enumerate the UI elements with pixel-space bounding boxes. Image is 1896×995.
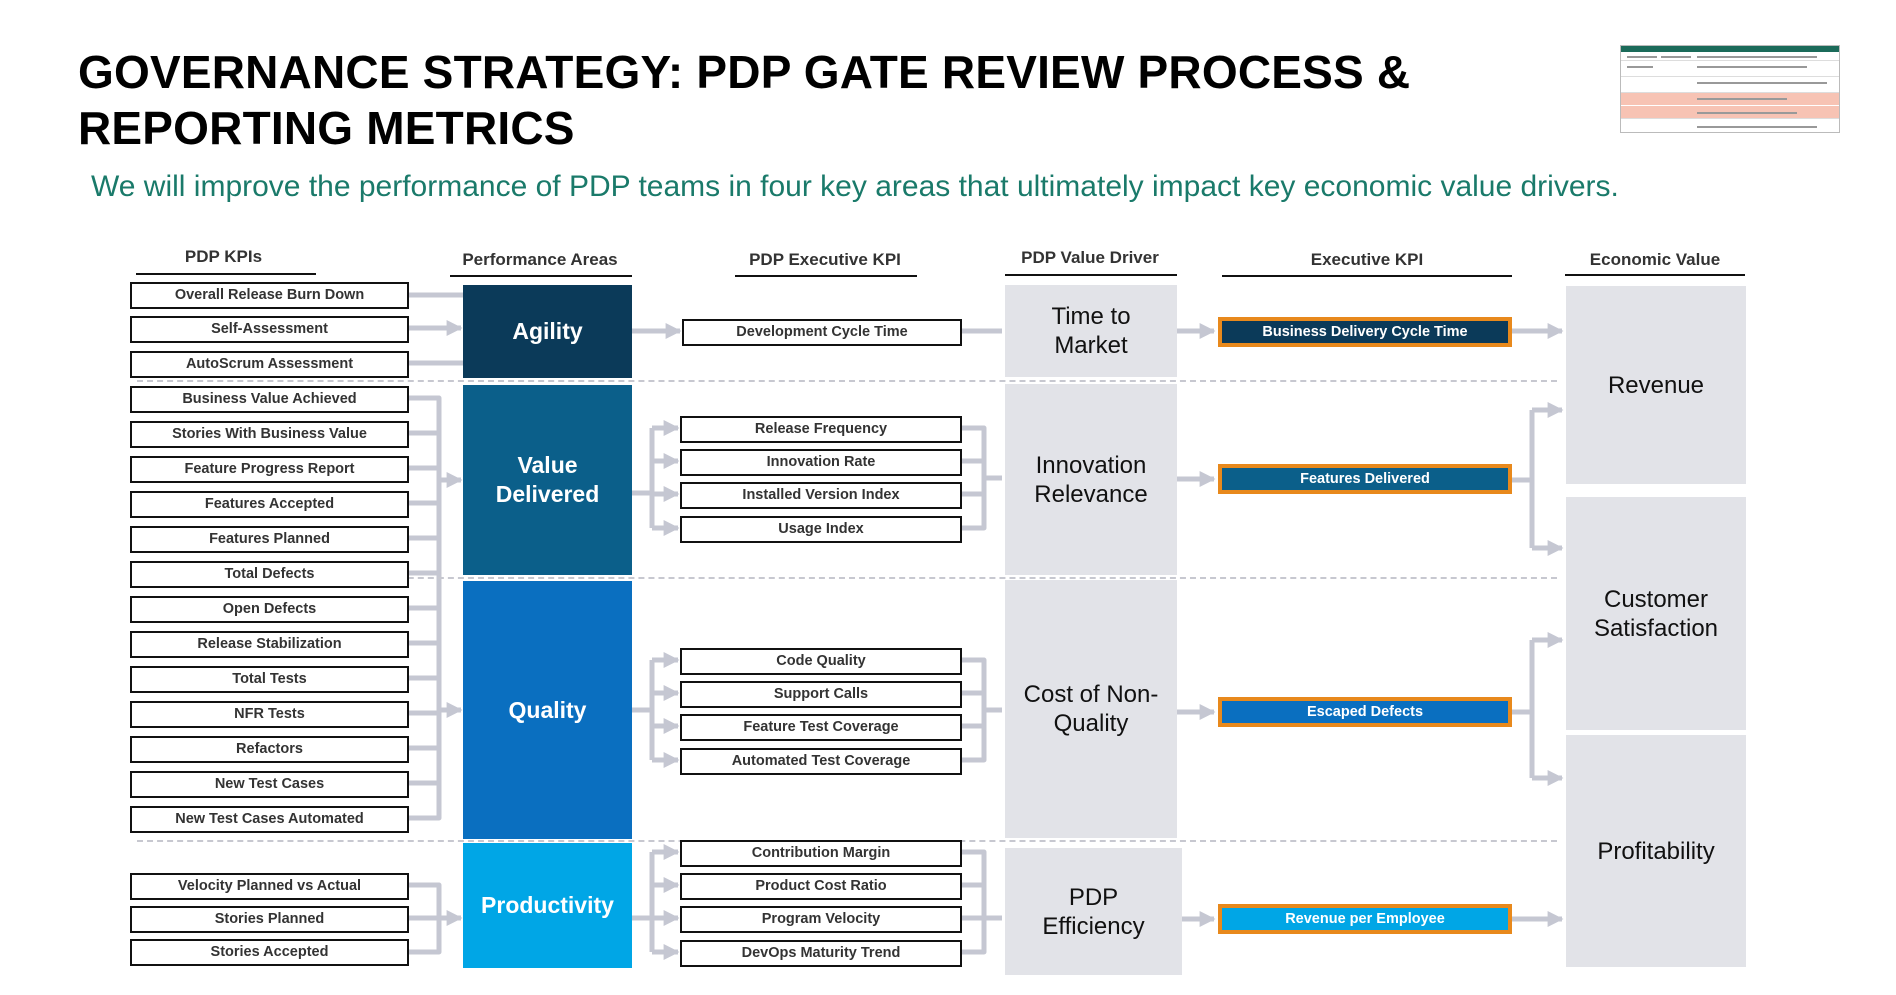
executive-kpi-box[interactable]: Features Delivered [1218,464,1512,494]
pdp-kpi-box[interactable]: Features Planned [130,526,409,553]
header-underline [450,275,632,277]
value-driver-pdp-efficiency[interactable]: PDP Efficiency [1005,848,1182,975]
pdp-exec-kpi-box[interactable]: Usage Index [680,516,962,543]
pdp-exec-kpi-box[interactable]: Contribution Margin [680,840,962,867]
pdp-exec-kpi-box[interactable]: Installed Version Index [680,482,962,509]
table-thumbnail[interactable] [1620,45,1840,133]
pdp-kpi-box[interactable]: Velocity Planned vs Actual [130,873,409,900]
executive-kpi-label: Escaped Defects [1222,701,1508,723]
pdp-exec-kpi-box[interactable]: Feature Test Coverage [680,714,962,741]
header-underline [1222,275,1512,277]
pdp-exec-kpi-box[interactable]: DevOps Maturity Trend [680,940,962,967]
economic-value-revenue[interactable]: Revenue [1566,286,1746,484]
pdp-kpi-box[interactable]: Self-Assessment [130,316,409,343]
pdp-kpi-box[interactable]: Total Defects [130,561,409,588]
pdp-exec-kpi-box[interactable]: Support Calls [680,681,962,708]
value-driver-cost-of-non-quality[interactable]: Cost of Non-Quality [1005,580,1177,838]
value-driver-time-to-market[interactable]: Time to Market [1005,285,1177,377]
area-quality[interactable]: Quality [463,581,632,839]
pdp-exec-kpi-box[interactable]: Innovation Rate [680,449,962,476]
pdp-kpi-box[interactable]: AutoScrum Assessment [130,351,409,378]
pdp-kpi-box[interactable]: Feature Progress Report [130,456,409,483]
pdp-kpi-box[interactable]: New Test Cases Automated [130,806,409,833]
pdp-kpi-box[interactable]: Total Tests [130,666,409,693]
pdp-exec-kpi-box[interactable]: Code Quality [680,648,962,675]
area-value-delivered[interactable]: Value Delivered [463,385,632,575]
pdp-kpi-box[interactable]: Stories With Business Value [130,421,409,448]
pdp-exec-kpi-box[interactable]: Development Cycle Time [682,319,962,346]
header-performance-areas: Performance Areas [462,250,618,269]
pdp-exec-kpi-box[interactable]: Automated Test Coverage [680,748,962,775]
pdp-kpi-box[interactable]: Stories Planned [130,906,409,933]
header-pdp-kpis: PDP KPIs [184,247,263,266]
header-economic-value: Economic Value [1589,250,1721,269]
pdp-kpi-box[interactable]: Open Defects [130,596,409,623]
executive-kpi-box[interactable]: Escaped Defects [1218,697,1512,727]
pdp-exec-kpi-box[interactable]: Product Cost Ratio [680,873,962,900]
pdp-exec-kpi-box[interactable]: Program Velocity [680,906,962,933]
header-executive-kpi: Executive KPI [1310,250,1424,269]
executive-kpi-label: Business Delivery Cycle Time [1222,321,1508,343]
executive-kpi-box[interactable]: Business Delivery Cycle Time [1218,317,1512,347]
pdp-kpi-box[interactable]: New Test Cases [130,771,409,798]
header-underline [1565,274,1745,276]
value-driver-innovation-relevance[interactable]: Innovation Relevance [1005,384,1177,575]
page-subtitle: We will improve the performance of PDP t… [91,170,1619,203]
pdp-kpi-box[interactable]: Features Accepted [130,491,409,518]
header-pdp-value-driver: PDP Value Driver [1021,248,1159,267]
row-separator [137,577,1557,579]
pdp-kpi-box[interactable]: NFR Tests [130,701,409,728]
area-agility[interactable]: Agility [463,285,632,378]
row-separator [137,380,1557,382]
pdp-kpi-box[interactable]: Refactors [130,736,409,763]
pdp-exec-kpi-box[interactable]: Release Frequency [680,416,962,443]
header-underline [136,273,316,275]
header-underline [1005,274,1177,276]
header-underline [735,275,917,277]
economic-value-profitability[interactable]: Profitability [1566,735,1746,967]
executive-kpi-box[interactable]: Revenue per Employee [1218,904,1512,934]
pdp-kpi-box[interactable]: Overall Release Burn Down [130,282,409,309]
area-productivity[interactable]: Productivity [463,843,632,968]
pdp-kpi-box[interactable]: Release Stabilization [130,631,409,658]
pdp-kpi-box[interactable]: Business Value Achieved [130,386,409,413]
header-pdp-executive-kpi: PDP Executive KPI [749,250,901,269]
executive-kpi-label: Features Delivered [1222,468,1508,490]
pdp-kpi-box[interactable]: Stories Accepted [130,939,409,966]
executive-kpi-label: Revenue per Employee [1222,908,1508,930]
economic-value-customer-satisfaction[interactable]: Customer Satisfaction [1566,497,1746,730]
page-title: GOVERNANCE STRATEGY: PDP GATE REVIEW PRO… [78,46,1411,154]
